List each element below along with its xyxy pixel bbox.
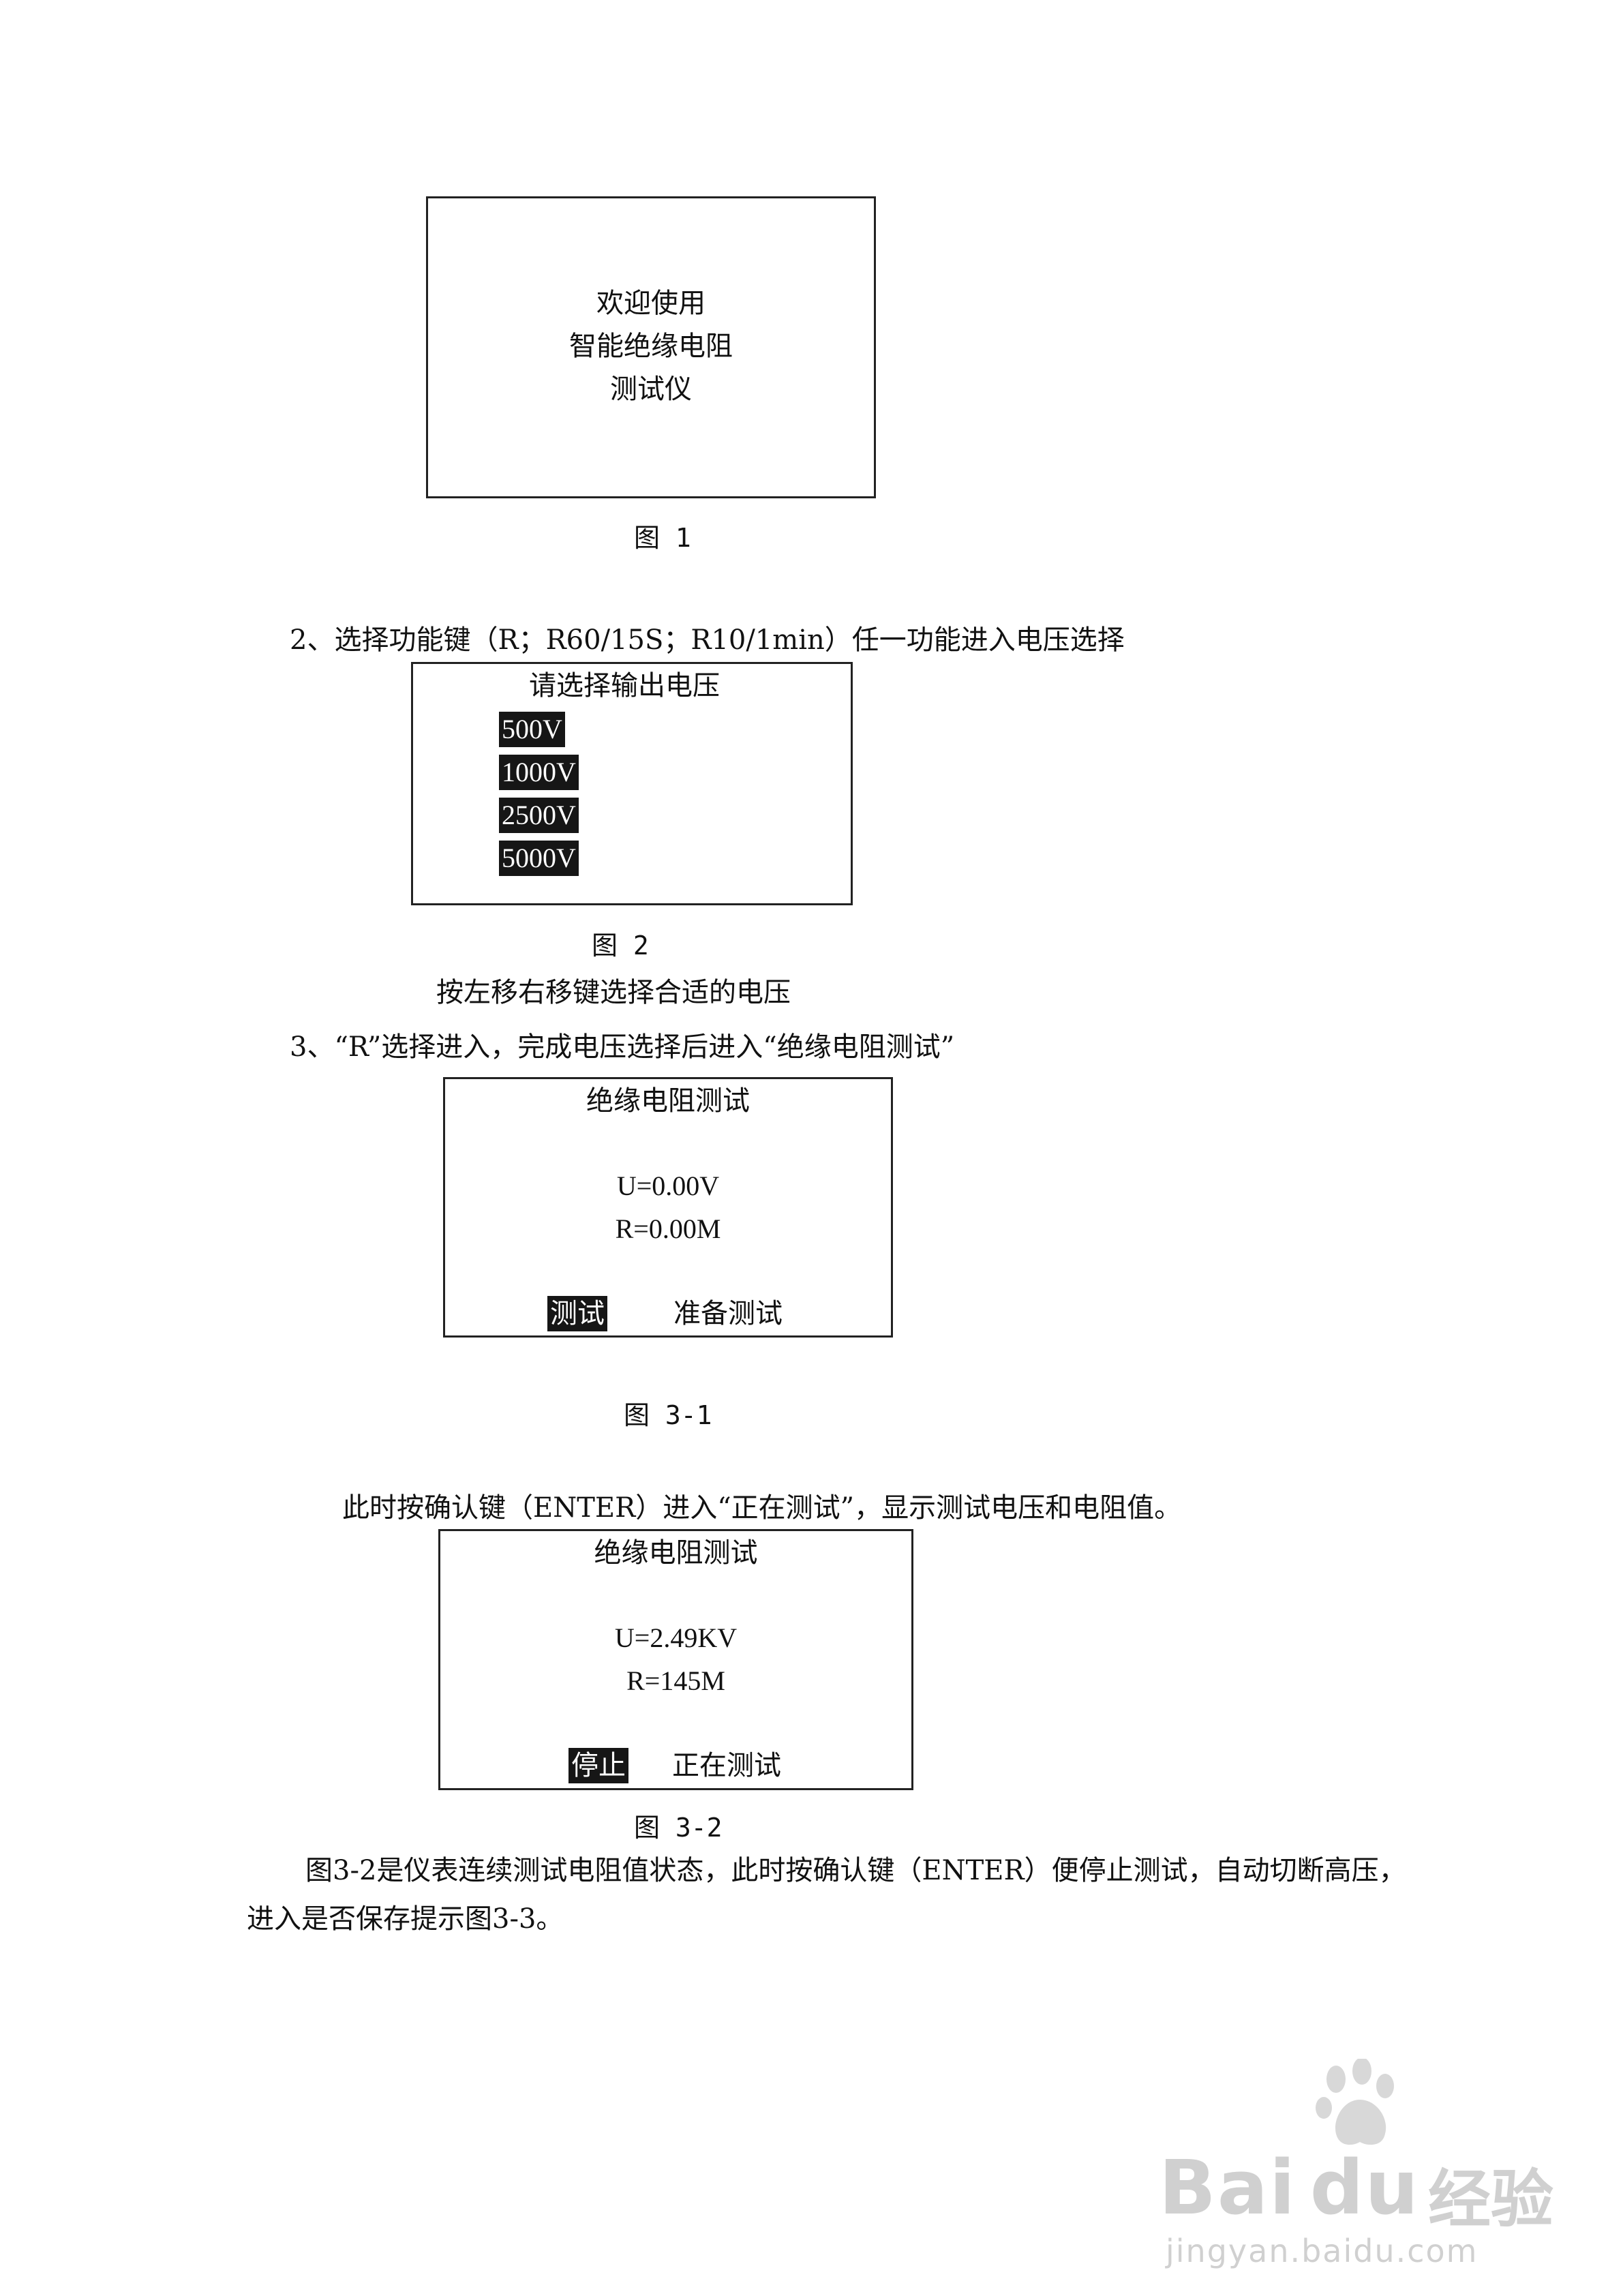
fig1-line3: 测试仪: [610, 374, 692, 405]
step2-text: 2、选择功能键（R；R60/15S；R10/1min）任一功能进入电压选择: [290, 624, 1125, 656]
voltage-option-label: 2500V: [499, 798, 579, 833]
voltage-option[interactable]: 5000V: [499, 841, 579, 876]
fig1-line1: 欢迎使用: [596, 288, 706, 319]
fig3-1-screen: 绝缘电阻测试 U=0.00V R=0.00M 测试 准备测试: [443, 1077, 893, 1338]
voltage-option-label: 5000V: [499, 841, 579, 876]
closing-line2: 进入是否保存提示图3-3。: [247, 1903, 564, 1935]
watermark-brand-du: du: [1309, 2144, 1420, 2231]
fig2-caption: 图 2: [592, 931, 649, 961]
fig3-2-status: 正在测试: [672, 1750, 781, 1781]
watermark-brand: Bai: [1159, 2144, 1296, 2231]
stop-button[interactable]: 停止: [568, 1748, 628, 1783]
paw-logo-icon: [1316, 2059, 1394, 2145]
closing-line1: 图3-2是仪表连续测试电阻值状态，此时按确认键（ENTER）便停止测试，自动切断…: [305, 1855, 1406, 1886]
stop-button-label: 停止: [568, 1748, 628, 1783]
fig3-1-voltage: U=0.00V: [616, 1170, 720, 1201]
voltage-option-label: 1000V: [499, 755, 579, 790]
watermark-url: jingyan.baidu.com: [1166, 2233, 1478, 2269]
fig3-2-resistance: R=145M: [626, 1665, 725, 1696]
step3-text: 3、“R”选择进入，完成电压选择后进入“绝缘电阻测试”: [290, 1031, 955, 1063]
voltage-option[interactable]: 1000V: [499, 755, 579, 790]
fig2-note: 按左移右移键选择合适的电压: [436, 977, 791, 1008]
fig2-screen: 请选择输出电压 500V 1000V 2500V 5000V: [411, 662, 853, 905]
watermark-brand-cn: 经验: [1428, 2163, 1554, 2236]
fig3-1-title: 绝缘电阻测试: [586, 1085, 750, 1117]
voltage-option[interactable]: 2500V: [499, 798, 579, 833]
fig3-2-voltage: U=2.49KV: [614, 1622, 738, 1653]
enter-note: 此时按确认键（ENTER）进入“正在测试”，显示测试电压和电阻值。: [342, 1492, 1182, 1524]
fig3-1-resistance: R=0.00M: [615, 1213, 721, 1244]
fig1-caption: 图 1: [634, 523, 691, 553]
fig3-2-title: 绝缘电阻测试: [594, 1537, 758, 1569]
fig1-screen: 欢迎使用 智能绝缘电阻 测试仪: [426, 196, 876, 498]
fig1-line2: 智能绝缘电阻: [569, 331, 733, 362]
test-button[interactable]: 测试: [547, 1296, 607, 1331]
fig2-title: 请选择输出电压: [529, 670, 720, 701]
fig3-2-caption: 图 3-2: [634, 1813, 723, 1843]
fig3-1-status: 准备测试: [673, 1298, 783, 1329]
voltage-option[interactable]: 500V: [499, 712, 565, 747]
fig3-2-screen: 绝缘电阻测试 U=2.49KV R=145M 停止 正在测试: [438, 1529, 913, 1790]
fig3-1-caption: 图 3-1: [624, 1400, 712, 1430]
voltage-option-label: 500V: [499, 712, 565, 747]
test-button-label: 测试: [547, 1296, 607, 1331]
